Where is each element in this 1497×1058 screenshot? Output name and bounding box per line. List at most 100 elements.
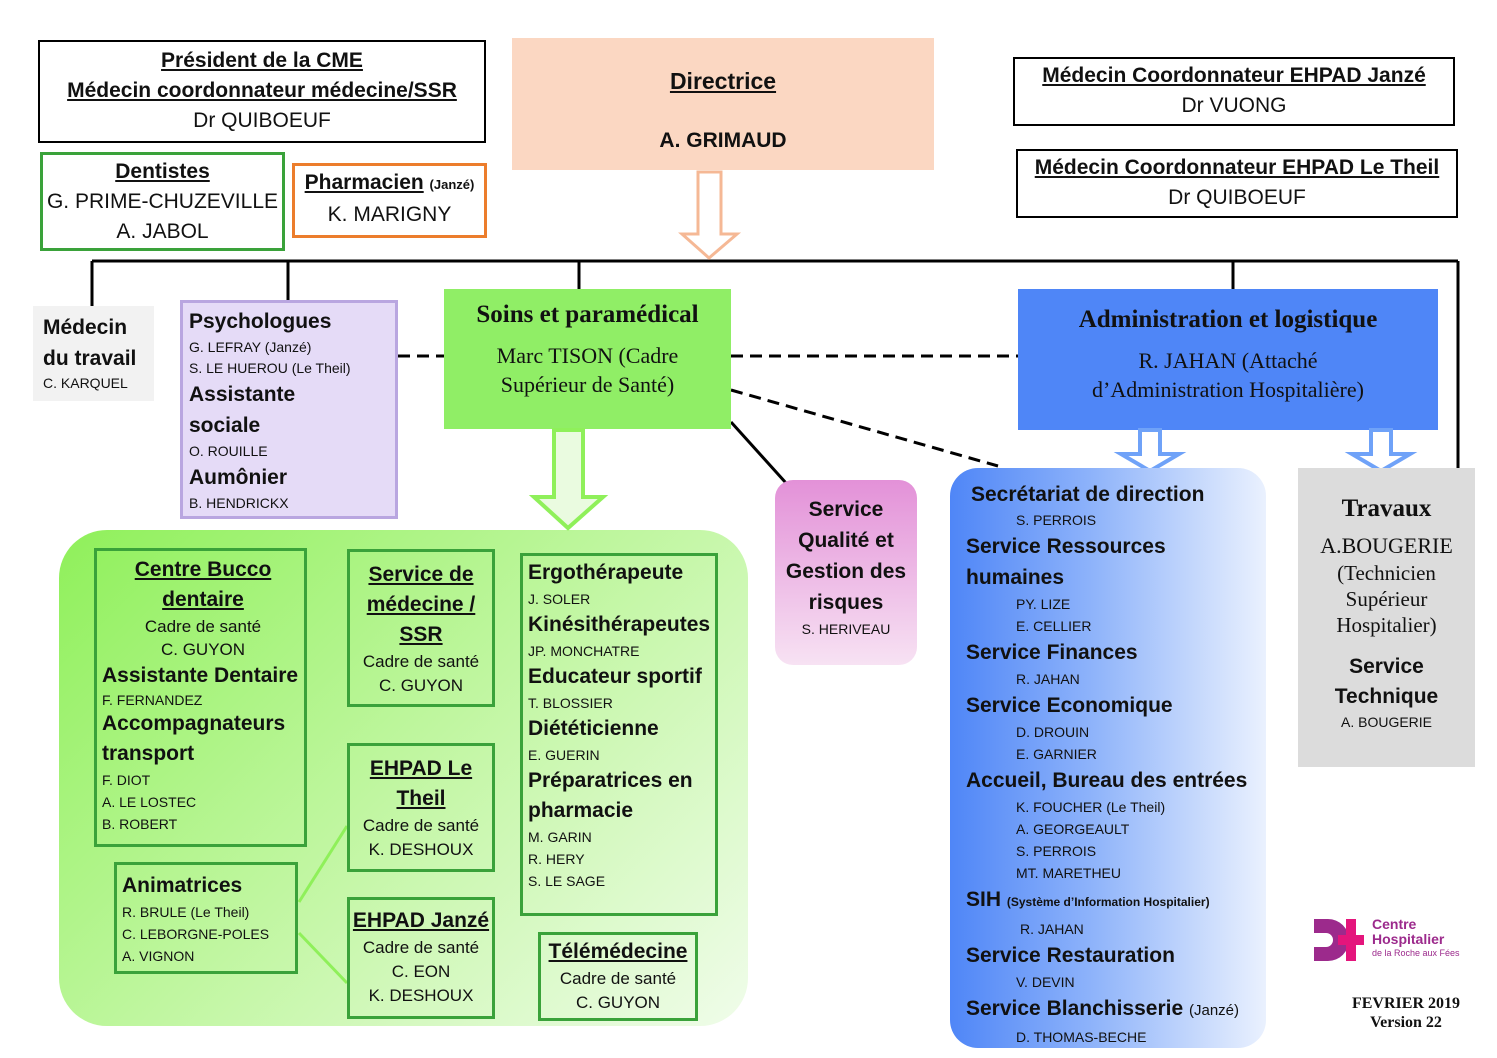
ergo-box: Ergothérapeute J. SOLER Kinésithérapeute… [520, 553, 718, 916]
psychologue-name: G. LEFRAY (Janzé) [189, 339, 312, 355]
animatrices-box: Animatrices R. BRULE (Le Theil) C. LEBOR… [114, 862, 298, 974]
ehpad-janze-coord-title: Médecin Coordonnateur EHPAD Janzé [1042, 64, 1426, 87]
qualite-title-4: risques [808, 591, 884, 614]
assistante-sociale-name: O. ROUILLE [189, 443, 268, 459]
dentiste-name: G. PRIME-CHUZEVILLE [46, 190, 279, 213]
ehpad-theil-coord-name: Dr QUIBOEUF [1168, 186, 1306, 209]
ehpad-janze-cadre-name: C. EON [391, 962, 451, 981]
accueil-name: K. FOUCHER (Le Theil) [1016, 799, 1166, 815]
service-technique-title: Service [1349, 655, 1424, 678]
ehpad-janze-box: EHPAD Janzé Cadre de santé C. EON K. DES… [347, 897, 495, 1019]
hospital-logo: Centre Hospitalier de la Roche aux Fées [1312, 917, 1472, 967]
dentiste-name: A. JABOL [116, 220, 209, 243]
preparatrice-name: M. GARIN [528, 829, 592, 845]
soins-head-line-2: Supérieur de Santé) [500, 372, 675, 397]
assistante-dentaire-name: F. FERNANDEZ [102, 692, 203, 708]
logo-line-3: de la Roche aux Fées [1372, 948, 1460, 958]
service-technique-title-2: Technique [1334, 685, 1439, 708]
accueil-title: Accueil, Bureau des entrées [966, 769, 1248, 792]
qualite-title: Service [808, 498, 884, 521]
educateur-title: Educateur sportif [528, 665, 702, 688]
soins-head-line-1: Marc TISON (Cadre [496, 343, 679, 368]
footer-version: Version 22 [1370, 1014, 1442, 1031]
rh-name: PY. LIZE [1016, 596, 1071, 612]
dieteticienne-name: E. GUERIN [528, 747, 600, 763]
dieteticienne-title: Diététicienne [528, 717, 659, 740]
rh-title-2: humaines [966, 566, 1065, 589]
ehpad-theil-coord-box: Médecin Coordonnateur EHPAD Le Theil Dr … [1016, 149, 1458, 218]
travaux-role-2: Supérieur [1345, 587, 1428, 611]
directrice-title: Directrice [669, 68, 777, 94]
telemedecine-cadre-label: Cadre de santé [559, 969, 677, 988]
rh-name: E. CELLIER [1016, 618, 1092, 634]
accompagnateur-name: F. DIOT [102, 772, 151, 788]
blanchisserie-title: Service Blanchisserie [966, 997, 1184, 1020]
pharmacien-title: Pharmacien [304, 171, 424, 194]
qualite-title-2: Qualité et [798, 529, 894, 552]
preparatrices-title: Préparatrices en [528, 769, 693, 792]
travaux-name: A.BOUGERIE [1320, 533, 1453, 558]
blanchisserie-site: (Janzé) [1188, 1002, 1240, 1019]
preparatrices-title-2: pharmacie [528, 799, 634, 822]
logo-mark-icon [1314, 919, 1364, 961]
soins-box: Soins et paramédical Marc TISON (Cadre S… [444, 289, 731, 429]
travaux-box: Travaux A.BOUGERIE (Technicien Supérieur… [1298, 468, 1475, 767]
medecin-travail-box: Médecin du travail C. KARQUEL [33, 306, 154, 401]
directrice-name: A. GRIMAUD [659, 129, 787, 152]
finances-title: Service Finances [966, 641, 1138, 664]
ssr-title-2: médecine / [366, 593, 476, 616]
animatrice-name: A. VIGNON [122, 948, 195, 964]
pharmacien-name: K. MARIGNY [327, 203, 452, 226]
restauration-title: Service Restauration [966, 944, 1175, 967]
assistante-sociale-title: Assistante [189, 383, 296, 406]
accueil-name: S. PERROIS [1016, 843, 1097, 859]
accompagnateurs-title-2: transport [102, 742, 195, 765]
directrice-box: Directrice A. GRIMAUD [512, 38, 934, 170]
ehpad-theil-coord-title: Médecin Coordonnateur EHPAD Le Theil [1034, 156, 1440, 179]
pharmacien-box: Pharmacien (Janzé) K. MARIGNY [292, 163, 487, 238]
ssr-title: Service de [368, 563, 474, 586]
kine-title: Kinésithérapeutes [528, 613, 711, 636]
ehpad-theil-cadre-label: Cadre de santé [362, 816, 480, 835]
sih-description: (Système d’Information Hospitalier) [1006, 895, 1210, 909]
ergotherapeute-name: J. SOLER [528, 591, 591, 607]
accueil-name: MT. MARETHEU [1016, 865, 1121, 881]
rh-title: Service Ressources [966, 535, 1166, 558]
accueil-name: A. GEORGEAULT [1016, 821, 1130, 837]
dentistes-box: Dentistes G. PRIME-CHUZEVILLE A. JABOL [40, 152, 285, 251]
footer-date: FEVRIER 2019 [1351, 995, 1460, 1012]
bucco-box: Centre Bucco dentaire Cadre de santé C. … [94, 548, 307, 847]
ehpad-theil-title-2: Theil [396, 787, 446, 810]
cme-box: Président de la CME Médecin coordonnateu… [38, 40, 486, 143]
telemedecine-cadre-name: C. GUYON [575, 993, 661, 1012]
telemedecine-box: Télémédecine Cadre de santé C. GUYON [538, 932, 698, 1021]
soins-area [59, 530, 748, 1026]
logo-line-2: Hospitalier [1372, 931, 1445, 947]
bucco-cadre-label: Cadre de santé [144, 617, 262, 636]
qualite-box: Service Qualité et Gestion des risques S… [775, 480, 917, 665]
ehpad-janze-cadre-label: Cadre de santé [362, 938, 480, 957]
accompagnateur-name: A. LE LOSTEC [102, 794, 197, 810]
footer: FEVRIER 2019 Version 22 [1336, 994, 1476, 1032]
bucco-cadre-name: C. GUYON [160, 640, 246, 659]
ehpad-janze-title: EHPAD Janzé [352, 909, 490, 932]
sih-name: R. JAHAN [1020, 921, 1084, 937]
travaux-title: Travaux [1341, 495, 1432, 522]
logo-text: Centre Hospitalier de la Roche aux Fées [1372, 917, 1460, 959]
aumonier-title: Aumônier [189, 466, 288, 489]
admin-list-box: Secrétariat de direction S. PERROIS Serv… [950, 468, 1266, 1048]
restauration-name: V. DEVIN [1016, 974, 1075, 990]
ssr-cadre-label: Cadre de santé [362, 652, 480, 671]
medecin-travail-title-2: du travail [43, 347, 137, 370]
assistante-dentaire-title: Assistante Dentaire [102, 664, 299, 687]
cme-title: Président de la CME [161, 49, 363, 72]
admin-head-line-2: d’Administration Hospitalière) [1092, 377, 1364, 402]
animatrice-name: C. LEBORGNE-POLES [122, 926, 270, 942]
blanchisserie-name: D. THOMAS-BECHE [1016, 1029, 1147, 1045]
ehpad-janze-coord-name: Dr VUONG [1181, 94, 1287, 117]
ehpad-theil-cadre-name: K. DESHOUX [368, 840, 474, 859]
assistante-sociale-title-2: sociale [189, 414, 261, 437]
psychologues-title: Psychologues [189, 310, 332, 333]
dentistes-title: Dentistes [115, 160, 210, 183]
telemedecine-title: Télémédecine [548, 940, 688, 963]
